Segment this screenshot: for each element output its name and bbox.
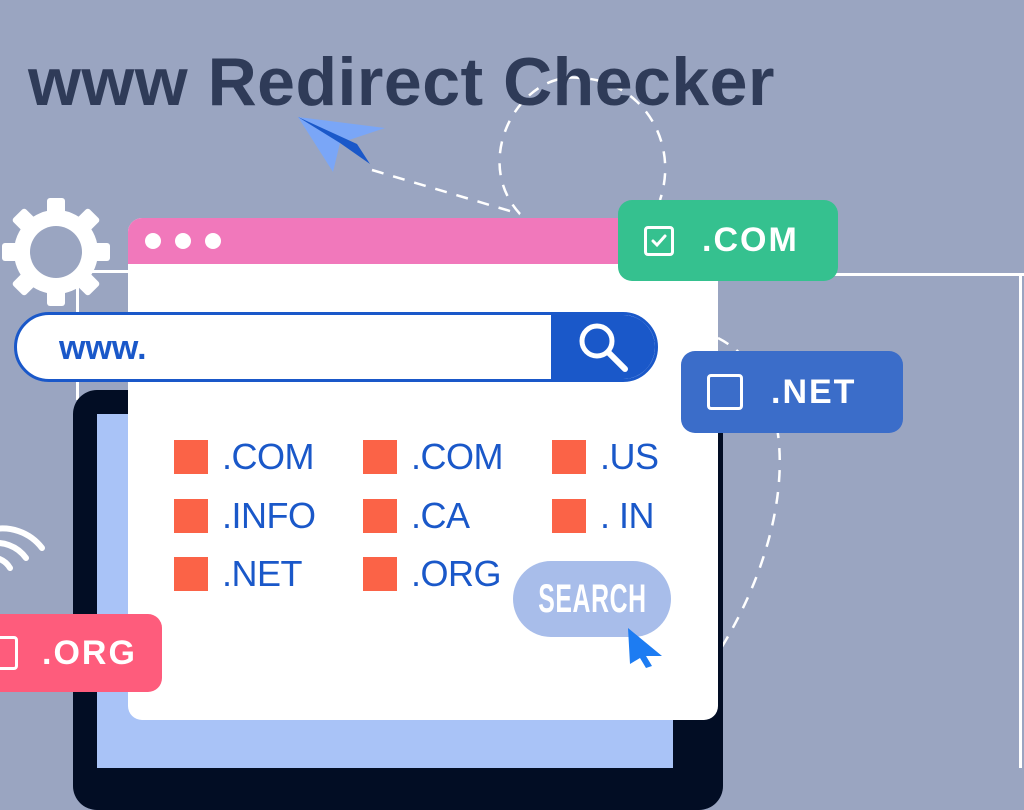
paper-plane-icon <box>298 117 385 172</box>
domain-option[interactable]: .CA <box>363 495 470 537</box>
frame-line <box>76 270 136 273</box>
search-button-label: SEARCH <box>537 576 647 621</box>
domain-option[interactable]: .NET <box>174 553 303 595</box>
checkbox[interactable] <box>174 557 208 591</box>
domain-option[interactable]: .US <box>552 436 659 478</box>
domain-label: .US <box>600 436 659 477</box>
checkbox[interactable] <box>552 440 586 474</box>
checked-box-icon <box>644 225 674 256</box>
tag-com[interactable]: .COM <box>618 200 838 281</box>
domain-label: . IN <box>600 495 655 536</box>
checkbox[interactable] <box>363 440 397 474</box>
frame-line <box>716 273 1024 276</box>
domain-option[interactable]: .ORG <box>363 553 502 595</box>
search-submit-button[interactable]: SEARCH <box>513 561 671 637</box>
empty-box-icon <box>707 374 743 410</box>
domain-option[interactable]: .COM <box>363 436 504 478</box>
frame-line <box>1019 273 1022 768</box>
tag-net[interactable]: .NET <box>681 351 903 433</box>
domain-option[interactable]: .INFO <box>174 495 316 537</box>
checkbox[interactable] <box>174 440 208 474</box>
domain-label: .CA <box>411 495 470 536</box>
tag-label: .ORG <box>42 633 137 672</box>
search-button[interactable] <box>551 315 655 379</box>
wifi-icon <box>0 525 45 571</box>
checkbox[interactable] <box>174 499 208 533</box>
page-title: www Redirect Checker <box>28 44 775 120</box>
search-icon <box>579 323 628 372</box>
checkbox[interactable] <box>363 557 397 591</box>
tag-label: .NET <box>771 372 857 411</box>
domain-label: .NET <box>222 553 303 594</box>
tag-org[interactable]: .ORG <box>0 614 162 692</box>
gear-icon <box>2 198 110 306</box>
window-dot[interactable] <box>205 233 221 249</box>
window-dot[interactable] <box>145 233 161 249</box>
empty-box-icon <box>0 636 18 670</box>
domain-option[interactable]: .COM <box>174 436 315 478</box>
domain-label: .INFO <box>222 495 316 536</box>
checkbox[interactable] <box>363 499 397 533</box>
tag-label: .COM <box>702 221 799 259</box>
checkbox[interactable] <box>552 499 586 533</box>
domain-option[interactable]: . IN <box>552 495 655 537</box>
domain-label: .COM <box>222 436 315 477</box>
search-input[interactable]: www. <box>59 329 147 367</box>
domain-label: .ORG <box>411 553 502 594</box>
window-dot[interactable] <box>175 233 191 249</box>
mouse-cursor-icon <box>628 628 662 668</box>
url-search-bar[interactable]: www. <box>14 312 658 382</box>
domain-label: .COM <box>411 436 504 477</box>
